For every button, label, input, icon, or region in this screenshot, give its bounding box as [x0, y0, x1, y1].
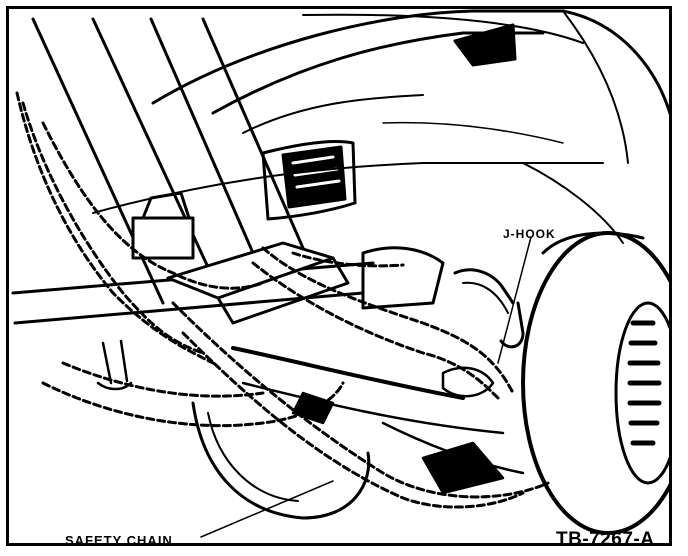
safety-chain-label: SAFETY CHAIN [65, 533, 173, 546]
right-wheel [521, 231, 669, 535]
j-hook-label: J-HOOK [503, 227, 556, 241]
vehicle-body [92, 9, 669, 244]
illustration-frame: J-HOOK SAFETY CHAIN TB-7267-A [6, 6, 672, 546]
safety-chains [15, 91, 550, 509]
left-tire [191, 401, 371, 520]
towing-chain-illustration [11, 9, 669, 538]
axle-assembly [96, 339, 525, 495]
leader-lines [200, 236, 532, 538]
figure-code: TB-7267-A [556, 529, 655, 546]
bumper-bar [131, 191, 445, 325]
